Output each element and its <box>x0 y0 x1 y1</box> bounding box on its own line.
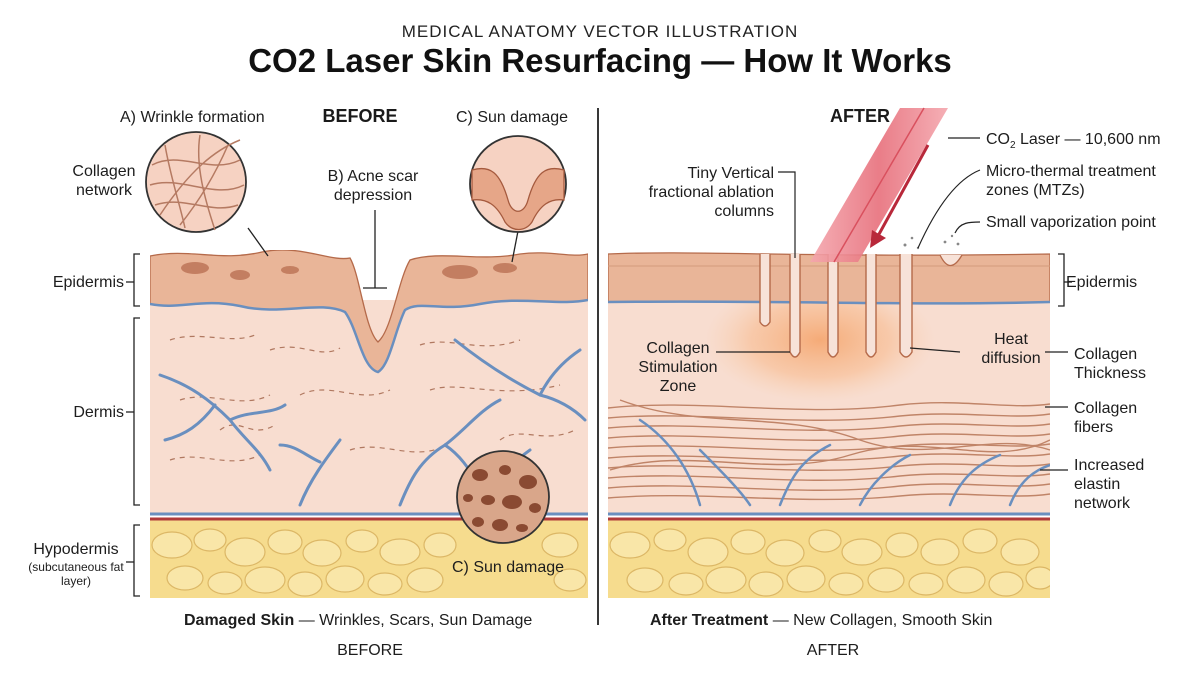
acne-scar-label: B) Acne scar depression <box>327 168 419 204</box>
epidermis-right-label: Epidermis <box>1066 274 1138 291</box>
collagen-network-label: Collagen network <box>72 163 136 199</box>
overline-label: MEDICAL ANATOMY VECTOR ILLUSTRATION <box>401 22 799 41</box>
sun-damage-top-label: C) Sun damage <box>456 109 569 126</box>
hypodermis-sub-label: (subcutaneous fat layer) <box>28 560 124 588</box>
collagen-thickness-label: Collagen Thickness <box>1074 346 1147 382</box>
after-caption-rest: — New Collagen, Smooth Skin <box>768 612 993 629</box>
after-caption-bold: After Treatment <box>650 612 769 629</box>
heat-diffusion-label: Heat diffusion <box>981 331 1041 367</box>
laser-beam <box>810 107 948 263</box>
hypodermis-label: Hypodermis <box>33 541 119 558</box>
elastin-label: Increased elastin network <box>1074 457 1145 512</box>
blood-vessels <box>158 338 587 507</box>
surface-damage <box>181 262 517 280</box>
fat-cells-after <box>609 528 1050 597</box>
sun-damage-magnifier-top <box>469 135 567 263</box>
dermis-label: Dermis <box>73 404 124 421</box>
after-caption: After Treatment — New Collagen, Smooth S… <box>650 611 992 630</box>
vaporization-dots <box>903 234 960 250</box>
fat-cells <box>151 528 587 597</box>
basement-membrane <box>150 298 588 374</box>
ablation-columns-label: Tiny Vertical fractional ablation column… <box>648 165 774 220</box>
before-caption-bold: Damaged Skin <box>184 612 295 629</box>
right-leaders <box>716 137 1068 471</box>
sun-damage-magnifier-bottom <box>456 450 550 544</box>
before-caption-rest: — Wrinkles, Scars, Sun Damage <box>294 612 533 629</box>
wrinkle-magnifier <box>145 131 269 257</box>
laser-label-co: CO <box>986 131 1010 148</box>
before-heading: BEFORE <box>322 106 398 126</box>
acne-scar-leader <box>363 210 387 289</box>
ablation-columns <box>759 254 913 358</box>
laser-label-sub: 2 <box>1010 140 1016 152</box>
mtz-label: Micro-thermal treatment zones (MTZs) <box>986 163 1156 199</box>
after-heading: AFTER <box>830 106 890 126</box>
sun-damage-bottom-label: C) Sun damage <box>452 559 565 576</box>
epidermis-left-label: Epidermis <box>52 274 124 291</box>
after-footer: AFTER <box>806 642 860 659</box>
page-title: CO2 Laser Skin Resurfacing — How It Work… <box>248 42 952 79</box>
before-footer: BEFORE <box>337 642 403 659</box>
left-layer-brackets <box>126 253 140 597</box>
right-layer-brackets <box>1058 253 1072 307</box>
laser-label: CO2 Laser — 10,600 nm <box>986 130 1161 155</box>
stimulation-zone-label: Collagen Stimulation Zone <box>638 340 718 395</box>
after-skin-section <box>608 252 1050 598</box>
collagen-fibers-label: Collagen fibers <box>1074 400 1138 436</box>
before-skin-section <box>150 250 588 598</box>
laser-label-rest: Laser — 10,600 nm <box>1015 131 1161 148</box>
before-caption: Damaged Skin — Wrinkles, Scars, Sun Dama… <box>184 611 532 630</box>
wrinkle-label: A) Wrinkle formation <box>120 109 265 126</box>
elastin-network <box>638 418 1050 507</box>
damaged-collagen <box>169 334 576 462</box>
vaporization-label: Small vaporization point <box>986 214 1156 231</box>
vaporization-pit <box>939 254 963 267</box>
